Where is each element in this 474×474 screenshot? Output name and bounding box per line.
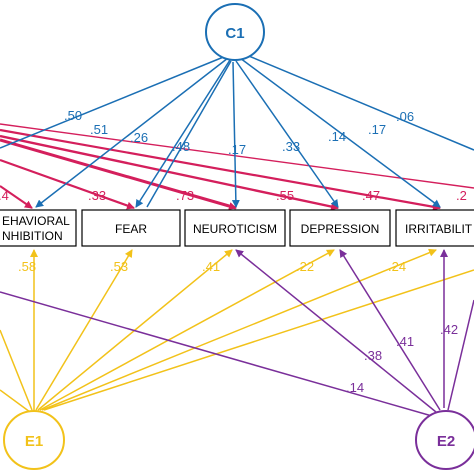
box-neuroticism-rect: [184, 209, 286, 247]
latent-e1: E1: [3, 410, 65, 470]
e2-path-behavioral: [0, 291, 433, 417]
latent-c1-label: C1: [225, 25, 244, 42]
e2-coefficients: .38 .41 .42 .14: [346, 322, 458, 395]
box-behavioral-inhibition: EHAVIORAL NHIBITION: [0, 209, 77, 247]
e1-path-left-b: [0, 389, 31, 413]
coef-c1-behavioral: .51: [90, 122, 108, 137]
coef-genetic-fear: .33: [88, 188, 106, 203]
latent-c1-ellipse: [205, 3, 265, 61]
coef-c1-irritability-b: .17: [368, 122, 386, 137]
genetic-coefficients: .4 .33 .73 .55 .47 .2: [0, 188, 467, 203]
latent-e2-ellipse: [415, 410, 474, 470]
c1-path-neuroticism-a: [231, 61, 240, 208]
e1-paths: [0, 248, 474, 413]
box-depression-label: DEPRESSION: [301, 222, 380, 236]
coef-c1-depression: .33: [282, 139, 300, 154]
coef-e1-behavioral: .58: [18, 259, 36, 274]
genetic-path-irritability: [0, 128, 441, 211]
box-behavioral-line2: NHIBITION: [2, 229, 63, 243]
latent-e2-label: E2: [437, 433, 455, 450]
box-behavioral-line1: EHAVIORAL: [2, 214, 70, 228]
coef-c1-a: .50: [64, 108, 82, 123]
genetic-path-right: [0, 123, 474, 189]
coef-e1-depression: .22: [296, 259, 314, 274]
box-neuroticism-label: NEUROTICISM: [193, 222, 277, 236]
e1-coefficients: .58 .53 .41 .22 .24: [18, 259, 406, 274]
coef-genetic-behavioral: .4: [0, 188, 9, 203]
box-fear-label: FEAR: [115, 222, 147, 236]
coef-genetic-irritability: .47: [362, 188, 380, 203]
coef-genetic-neuroticism: .73: [176, 188, 194, 203]
c1-path-fear-b: [146, 60, 232, 208]
c1-path-irritability: [239, 57, 441, 208]
coef-e1-irritability: .24: [388, 259, 406, 274]
e1-path-left-a: [0, 329, 33, 411]
e2-path-right: [447, 299, 474, 411]
c1-path-behavioral: [35, 57, 229, 208]
box-fear-rect: [81, 209, 181, 247]
latent-e1-label: E1: [25, 433, 43, 450]
genetic-paths: [0, 123, 474, 211]
coef-genetic-depression: .55: [276, 188, 294, 203]
e1-path-depression: [39, 249, 335, 411]
genetic-path-neuroticism: [0, 138, 237, 210]
e2-path-neuroticism: [235, 249, 437, 413]
coef-e1-fear: .53: [110, 259, 128, 274]
e1-path-irritability: [41, 248, 437, 411]
latent-e1-ellipse: [3, 410, 65, 470]
e1-path-right: [43, 269, 474, 411]
genetic-path-depression: [0, 134, 339, 211]
coef-c1-neuroticism-a: .48: [172, 139, 190, 154]
e2-path-depression: [339, 249, 441, 411]
c1-paths: [0, 53, 474, 208]
c1-path-left: [0, 55, 227, 149]
c1-path-depression: [235, 60, 339, 208]
c1-coefficients: .50 .51 .26 .48 .17 .33 .14 .17 .06: [64, 108, 414, 157]
genetic-path-fear: [0, 158, 135, 210]
box-neuroticism: NEUROTICISM: [184, 209, 286, 247]
latent-e2: E2: [415, 410, 474, 470]
coef-e2-depression: .41: [396, 334, 414, 349]
box-behavioral-rect: [0, 209, 77, 247]
coef-c1-neuroticism-b: .17: [228, 142, 246, 157]
box-irritability-rect: [395, 209, 474, 247]
coef-genetic-right: .2: [456, 188, 467, 203]
latent-c1: C1: [205, 3, 265, 61]
coef-c1-irritability-a: .14: [328, 129, 346, 144]
box-irritability-label: IRRITABILIT: [405, 222, 473, 236]
box-irritability: IRRITABILIT: [395, 209, 474, 247]
box-depression-rect: [289, 209, 391, 247]
coef-e1-neuroticism: .41: [202, 259, 220, 274]
coef-c1-fear: .26: [130, 130, 148, 145]
c1-path-right: [243, 53, 474, 151]
box-depression: DEPRESSION: [289, 209, 391, 247]
coef-e2-neuroticism: .38: [364, 348, 382, 363]
coef-c1-right: .06: [396, 109, 414, 124]
e1-path-fear: [35, 249, 133, 411]
box-fear: FEAR: [81, 209, 181, 247]
genetic-path-behavioral: [0, 185, 33, 209]
e2-paths: [0, 249, 474, 417]
c1-path-fear: [135, 59, 231, 208]
coef-e2-irritability: .42: [440, 322, 458, 337]
coef-e2-behavioral: .14: [346, 380, 364, 395]
